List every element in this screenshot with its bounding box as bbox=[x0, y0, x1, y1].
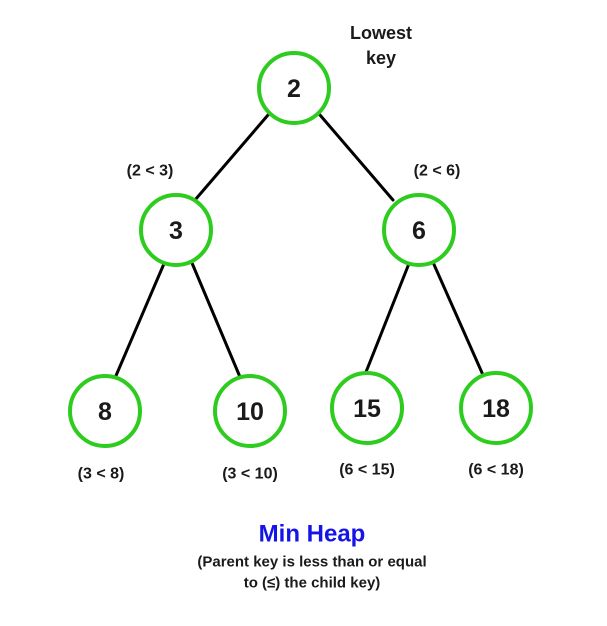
node-8: 8 bbox=[68, 374, 142, 448]
node-value: 3 bbox=[169, 217, 183, 245]
node-2: 2 bbox=[257, 51, 331, 125]
edge-3-10 bbox=[190, 261, 242, 379]
node-10: 10 bbox=[213, 374, 287, 448]
nodes: 2 3 6 8 10 15 18 bbox=[68, 51, 533, 448]
comparison-label-2-3: (2 < 3) bbox=[127, 163, 174, 180]
comparison-labels: (2 < 3) (2 < 6) (3 < 8) (3 < 10) (6 < 15… bbox=[78, 163, 524, 483]
node-value: 2 bbox=[287, 75, 301, 103]
node-6: 6 bbox=[382, 193, 456, 267]
node-circle bbox=[257, 51, 331, 125]
node-circle bbox=[382, 193, 456, 267]
node-value: 18 bbox=[482, 395, 510, 423]
edge-3-8 bbox=[113, 257, 168, 380]
node-circle bbox=[330, 371, 404, 445]
lowest-key-annotation: Lowest key bbox=[350, 23, 412, 68]
node-18: 18 bbox=[459, 371, 533, 445]
edge-6-15 bbox=[364, 259, 412, 374]
node-value: 10 bbox=[236, 398, 264, 426]
diagram-title: Min Heap bbox=[259, 521, 366, 548]
node-15: 15 bbox=[330, 371, 404, 445]
node-circle bbox=[459, 371, 533, 445]
node-circle bbox=[68, 374, 142, 448]
comparison-label-3-8: (3 < 8) bbox=[78, 466, 125, 483]
edge-2-6 bbox=[318, 113, 395, 202]
node-circle bbox=[213, 374, 287, 448]
annotation-line-2: key bbox=[366, 48, 396, 68]
caption-line-1: (Parent key is less than or equal bbox=[197, 554, 426, 571]
node-value: 8 bbox=[98, 398, 112, 426]
node-3: 3 bbox=[139, 193, 213, 267]
node-circle bbox=[139, 193, 213, 267]
comparison-label-3-10: (3 < 10) bbox=[222, 466, 278, 483]
edges bbox=[113, 113, 485, 380]
comparison-label-6-15: (6 < 15) bbox=[339, 462, 395, 479]
caption-line-2: to (≤) the child key) bbox=[244, 575, 381, 592]
edge-6-18 bbox=[430, 258, 485, 377]
node-value: 15 bbox=[353, 395, 381, 423]
caption: Min Heap (Parent key is less than or equ… bbox=[197, 521, 426, 592]
edge-2-3 bbox=[193, 113, 270, 202]
comparison-label-2-6: (2 < 6) bbox=[414, 163, 461, 180]
node-value: 6 bbox=[412, 217, 426, 245]
comparison-label-6-18: (6 < 18) bbox=[468, 462, 524, 479]
annotation-line-1: Lowest bbox=[350, 23, 412, 43]
